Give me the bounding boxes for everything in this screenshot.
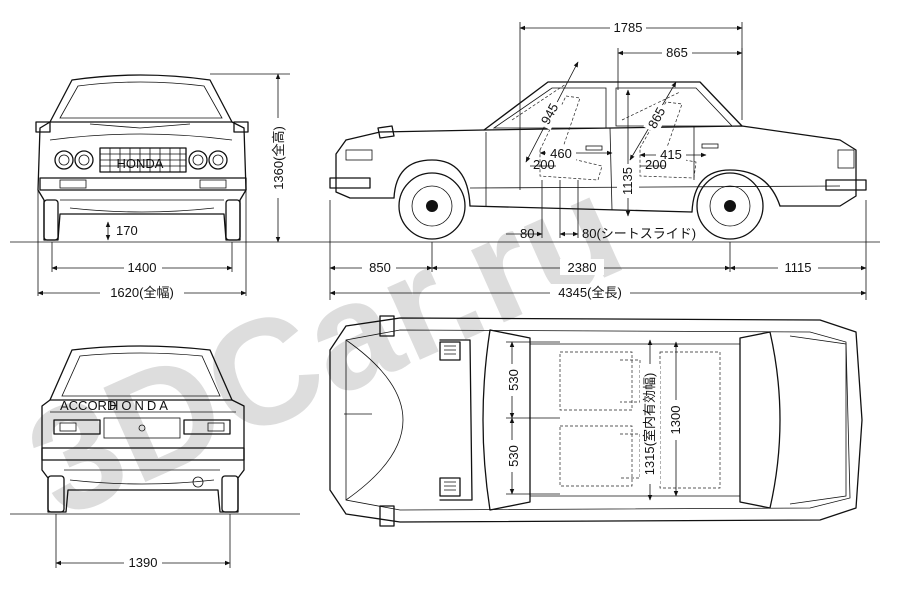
rear-track-dimension: 1390 xyxy=(55,514,231,570)
rear-overhang-label: 1115 xyxy=(785,260,812,275)
interior-length-label: 1785 xyxy=(614,20,643,35)
seat-slide-rear-label: 80(シートスライド) xyxy=(582,226,696,241)
rear-view: ACCORD HONDA 1390 xyxy=(10,345,300,570)
rear-seat-depth-dimension: 415 xyxy=(639,146,707,162)
watermark-text: 3DCar.ru xyxy=(5,141,645,549)
interior-width-label: 1315(室内有効幅) xyxy=(642,373,657,476)
seat-slide-dimension: 80 80(シートスライド) xyxy=(506,180,696,241)
watermark: 3DCar.ru xyxy=(5,141,645,549)
length-breakdown-dimension: 850 2380 1115 xyxy=(329,200,867,300)
front-view: HONDA 170 1400 1620(全幅) xyxy=(10,73,300,300)
overall-length-dimension: 4345(全長) xyxy=(329,284,867,300)
wheelbase-label: 2380 xyxy=(568,260,597,275)
front-seat-width-label: 530 xyxy=(506,369,521,391)
rear-span-label: 865 xyxy=(666,45,688,60)
seat-slide-front-label: 80 xyxy=(520,226,534,241)
ground-clearance-label: 170 xyxy=(116,223,138,238)
rear-offset-label: 200 xyxy=(645,157,667,172)
rear-view-drawing xyxy=(41,345,245,513)
seat-width-dimension: 530 530 xyxy=(504,341,560,495)
rear-track-label: 1390 xyxy=(129,555,158,570)
rear-seat-height-dimension: 865 xyxy=(629,81,677,161)
overall-width-dimension: 1620(全幅) xyxy=(37,190,247,300)
front-track-label: 1400 xyxy=(128,260,157,275)
front-seat-height-dimension: 945 xyxy=(525,61,579,163)
front-view-drawing xyxy=(35,74,249,241)
overall-width-label: 1620(全幅) xyxy=(110,285,174,300)
front-seat-depth-dimension: 460 xyxy=(539,145,613,161)
overall-height-dimension: 1360(全高) xyxy=(210,73,290,243)
top-view-drawing xyxy=(329,315,863,527)
overall-height-label: 1360(全高) xyxy=(271,126,286,190)
interior-length-dimension: 1785 xyxy=(519,19,743,190)
ground-clearance-dimension: 170 xyxy=(105,221,138,241)
rear-lettering-center: HONDA xyxy=(109,398,171,413)
cabin-width-label: 1300 xyxy=(668,406,683,435)
side-view: 1785 865 945 865 460 xyxy=(300,19,880,300)
front-track-dimension: 1400 xyxy=(51,242,233,275)
rear-span-dimension: 865 xyxy=(617,44,743,90)
cabin-width-dimension: 1300 xyxy=(666,341,686,497)
rear-offset-dimension: 200 xyxy=(640,157,667,172)
overall-length-label: 4345(全長) xyxy=(558,285,622,300)
rear-lettering-left: ACCORD xyxy=(60,398,116,413)
side-view-drawing xyxy=(329,81,867,240)
front-offset-label: 200 xyxy=(533,157,555,172)
front-offset-dimension: 200 xyxy=(530,157,556,172)
front-overhang-label: 850 xyxy=(369,260,391,275)
rear-seat-depth-label: 415 xyxy=(660,147,682,162)
seat-to-roof-label: 1135 xyxy=(620,167,635,195)
seat-to-roof-dimension: 1135 xyxy=(617,89,639,217)
top-view: 530 530 1315(室内有効幅) 1300 xyxy=(329,315,863,527)
interior-width-dimension: 1315(室内有効幅) xyxy=(640,339,660,501)
rear-seat-width-label: 530 xyxy=(506,445,521,467)
front-badge-text: HONDA xyxy=(117,156,164,171)
front-seat-depth-label: 460 xyxy=(550,146,572,161)
